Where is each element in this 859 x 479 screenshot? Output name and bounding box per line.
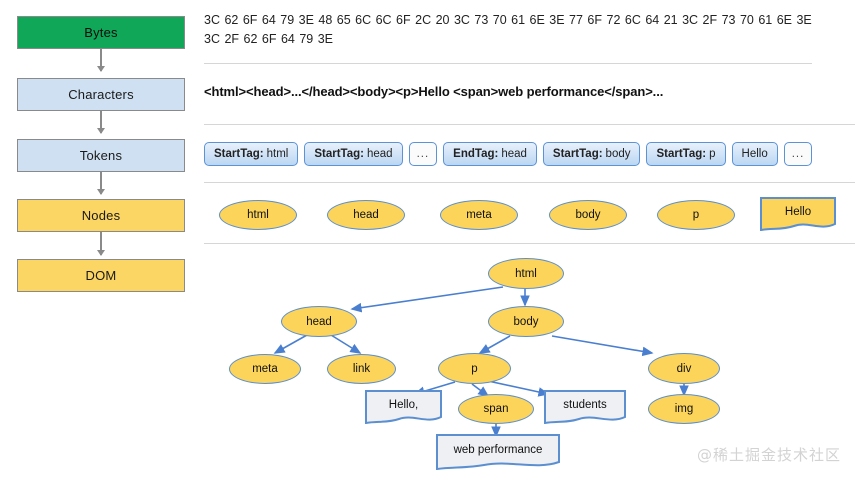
separator-nodes xyxy=(204,243,855,244)
node-html[interactable]: html xyxy=(219,200,297,230)
pipeline-arrow-characters-to-tokens xyxy=(97,111,104,134)
node-body[interactable]: body xyxy=(549,200,627,230)
tree-node-label: students xyxy=(563,399,607,411)
tree-node-head[interactable]: head xyxy=(281,306,357,337)
note-shape xyxy=(365,390,442,424)
token-prefix: StartTag: xyxy=(552,148,603,160)
watermark: @稀土掘金技术社区 xyxy=(696,446,841,464)
token-text-hello[interactable]: Hello xyxy=(731,142,778,166)
token-prefix: EndTag: xyxy=(453,148,499,160)
token-starttag-head[interactable]: StartTag:head xyxy=(304,142,403,166)
tokens-row: StartTag:html StartTag:head ... EndTag:h… xyxy=(204,142,813,166)
tree-node-label: Hello, xyxy=(388,399,419,411)
token-value: body xyxy=(605,148,631,160)
node-head[interactable]: head xyxy=(327,200,405,230)
pipeline-step-tokens[interactable]: Tokens xyxy=(17,139,185,172)
tree-node-p[interactable]: p xyxy=(438,353,511,384)
tree-node-text-web-performance[interactable]: web performance xyxy=(436,434,560,470)
pipeline-step-label: Characters xyxy=(68,87,134,102)
pipeline-step-label: Tokens xyxy=(79,148,123,163)
tree-node-body[interactable]: body xyxy=(488,306,564,337)
pipeline-step-dom[interactable]: DOM xyxy=(17,259,185,292)
note-shape xyxy=(436,434,560,470)
pipeline-step-label: Nodes xyxy=(81,208,121,223)
tree-node-meta[interactable]: meta xyxy=(229,354,301,384)
tree-node-div[interactable]: div xyxy=(648,353,720,384)
tree-node-span[interactable]: span xyxy=(458,394,534,424)
note-shape xyxy=(760,197,836,231)
tree-node-text-hello[interactable]: Hello, xyxy=(365,390,442,424)
dom-tree-edges xyxy=(273,286,689,438)
pipeline-step-label: Bytes xyxy=(84,25,118,40)
token-starttag-html[interactable]: StartTag:html xyxy=(204,142,299,166)
tree-node-img[interactable]: img xyxy=(648,394,720,424)
token-prefix: StartTag: xyxy=(214,148,264,160)
token-value: head xyxy=(366,148,393,160)
pipeline-arrow-nodes-to-dom xyxy=(97,232,104,256)
pipeline-step-characters[interactable]: Characters xyxy=(17,78,185,111)
nodes-row: html head meta body p Hello xyxy=(204,193,859,237)
tree-node-label: web performance xyxy=(453,444,543,456)
tree-node-link[interactable]: link xyxy=(327,354,396,384)
node-meta[interactable]: meta xyxy=(440,200,518,230)
characters-markup-text: <html><head>...</head><body><p>Hello <sp… xyxy=(204,84,664,99)
token-ellipsis-2[interactable]: ... xyxy=(783,142,813,166)
pipeline-step-bytes[interactable]: Bytes xyxy=(17,16,185,49)
token-value: head xyxy=(501,148,527,160)
pipeline-step-nodes[interactable]: Nodes xyxy=(17,199,185,232)
token-prefix: StartTag: xyxy=(314,148,364,160)
pipeline-step-label: DOM xyxy=(85,268,117,283)
token-value: html xyxy=(266,148,289,160)
pipeline-column: Bytes Characters Tokens Nodes DOM xyxy=(0,0,200,479)
dom-tree: html head body meta link p div span img … xyxy=(200,246,859,479)
separator-bytes xyxy=(204,63,812,64)
tree-node-html[interactable]: html xyxy=(488,258,564,289)
token-prefix: StartTag: xyxy=(656,148,707,160)
token-starttag-body[interactable]: StartTag:body xyxy=(542,142,641,166)
node-label: Hello xyxy=(784,206,812,218)
token-ellipsis-1[interactable]: ... xyxy=(408,142,438,166)
token-value: Hello xyxy=(741,148,768,160)
node-p[interactable]: p xyxy=(657,200,735,230)
bytes-hex-text: 3C 62 6F 64 79 3E 48 65 6C 6C 6F 2C 20 3… xyxy=(204,13,812,46)
pipeline-arrow-tokens-to-nodes xyxy=(97,172,104,195)
node-text-hello[interactable]: Hello xyxy=(760,197,836,231)
pipeline-arrow-bytes-to-characters xyxy=(97,49,104,72)
separator-tokens xyxy=(204,182,855,183)
detail-panel: 3C 62 6F 64 79 3E 48 65 6C 6C 6F 2C 20 3… xyxy=(200,0,859,479)
token-starttag-p[interactable]: StartTag:p xyxy=(646,142,726,166)
token-value: p xyxy=(709,148,716,160)
tree-node-text-students[interactable]: students xyxy=(544,390,626,424)
separator-characters xyxy=(204,124,855,125)
token-endtag-head[interactable]: EndTag:head xyxy=(443,142,537,166)
note-shape xyxy=(544,390,626,424)
